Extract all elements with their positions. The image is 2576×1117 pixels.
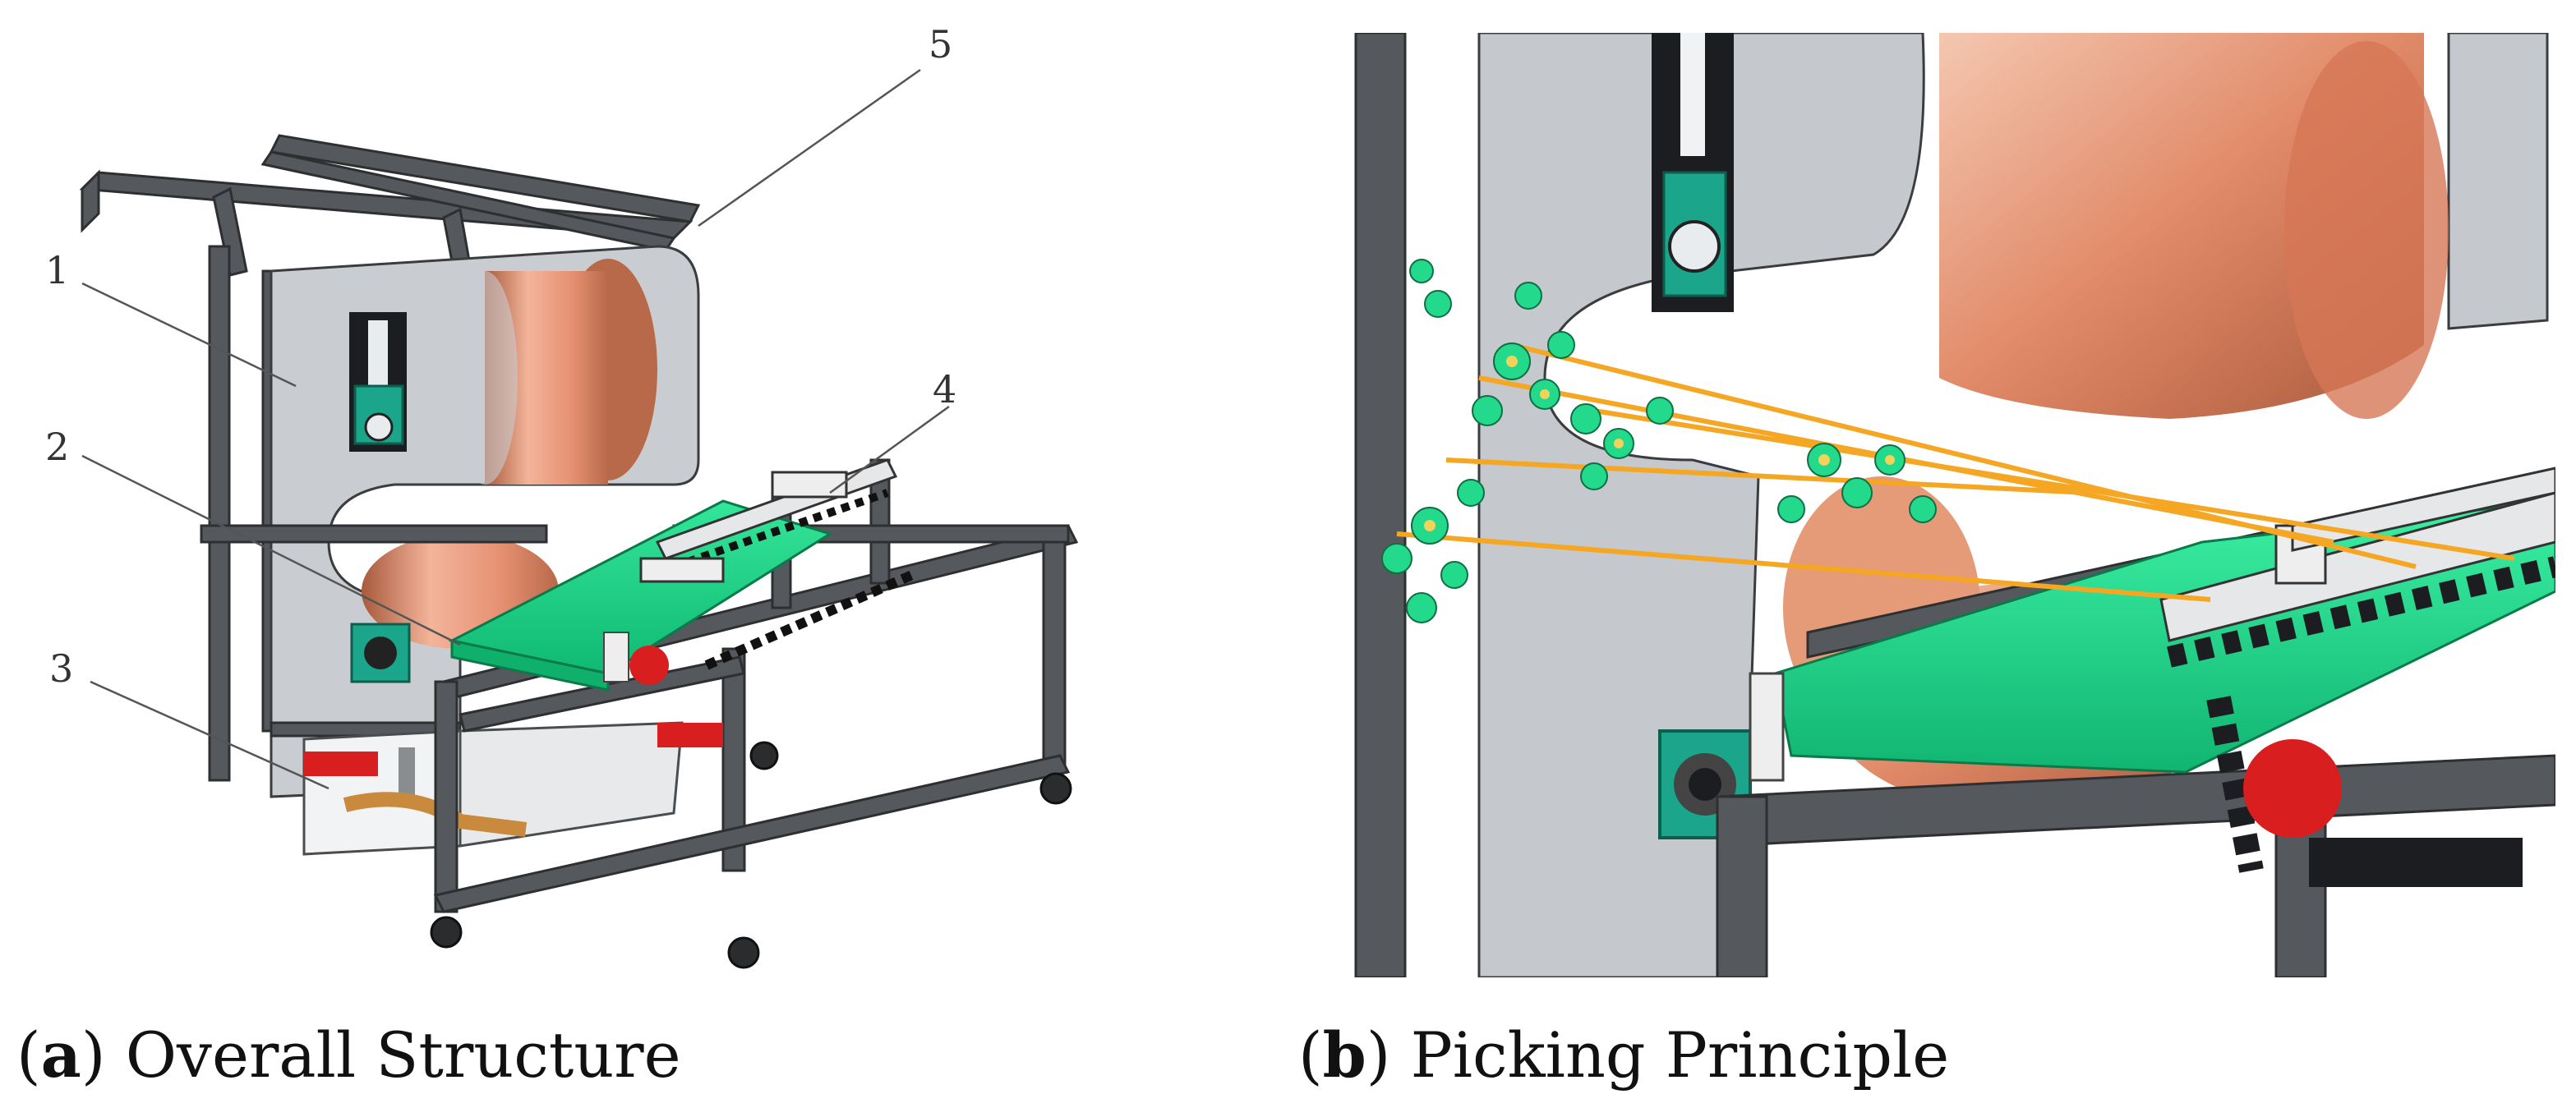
overall-structure-figure: 1 2 3 4 5 <box>0 0 1150 1010</box>
plant-leaves <box>1381 259 1937 623</box>
frame-post <box>1354 33 1407 977</box>
upper-drum-closeup <box>1939 33 2449 419</box>
upper-picking-drum <box>452 259 657 485</box>
callout-5: 5 <box>929 22 952 67</box>
caption-b-letter: b <box>1322 1018 1366 1092</box>
plant-stems <box>1396 342 2515 602</box>
callout-2: 2 <box>45 425 69 469</box>
callout-3: 3 <box>49 646 73 691</box>
bearing-block <box>350 623 411 683</box>
leaf-centers <box>1424 356 1895 531</box>
caption-overall-structure: (a) Overall Structure <box>16 1018 681 1092</box>
caster-wheels <box>430 741 1072 969</box>
overall-structure-drawing: 1 2 3 4 5 <box>45 22 1079 969</box>
stripper-chain-assembly <box>629 458 915 747</box>
caption-picking-principle: (b) Picking Principle <box>1298 1018 1950 1092</box>
bearing-closeup <box>1658 729 1752 839</box>
picking-principle-drawing <box>1354 33 2555 977</box>
side-plate-right <box>2447 33 2549 330</box>
linear-actuator-closeup <box>1652 33 1734 312</box>
callout-4: 4 <box>933 367 956 411</box>
stripper-bar-closeup <box>2159 467 2555 887</box>
linear-actuator <box>349 312 407 452</box>
callout-leaders <box>81 68 950 790</box>
caption-b-text: Picking Principle <box>1410 1018 1950 1092</box>
collection-box <box>302 721 684 856</box>
callout-1: 1 <box>45 248 69 292</box>
caption-a-text: Overall Structure <box>125 1018 681 1092</box>
picking-principle-figure <box>1348 33 2555 977</box>
caption-a-letter: a <box>40 1018 81 1092</box>
